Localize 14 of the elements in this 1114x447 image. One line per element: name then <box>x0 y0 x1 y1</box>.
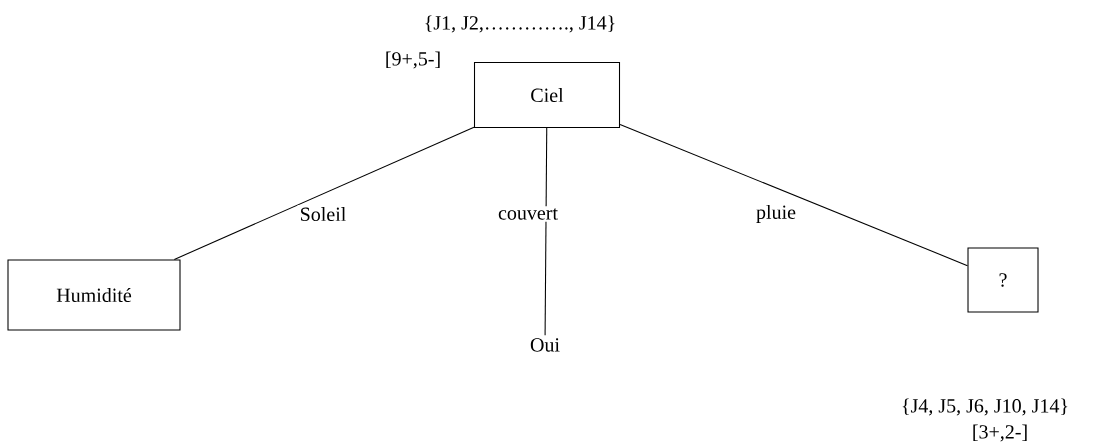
branch-line <box>544 127 548 336</box>
tree-node-box: ? <box>967 247 1039 313</box>
edge-label: couvert <box>496 206 560 222</box>
edge-label: Soleil <box>297 204 349 224</box>
edge-label: pluie <box>754 202 798 226</box>
tree-node-box: Humidité <box>7 259 181 331</box>
leaf-label: Oui <box>530 338 560 352</box>
tree-node-box: Ciel <box>473 61 621 129</box>
node-annotation: {J4, J5, J6, J10, J14} <box>902 398 1068 416</box>
branch-line <box>619 124 968 267</box>
node-annotation: [9+,5-] <box>386 51 440 69</box>
node-annotation: {J1, J2,…………., J14} <box>425 15 615 33</box>
node-annotation: [3+,2-] <box>973 424 1027 442</box>
branch-line <box>173 126 475 260</box>
